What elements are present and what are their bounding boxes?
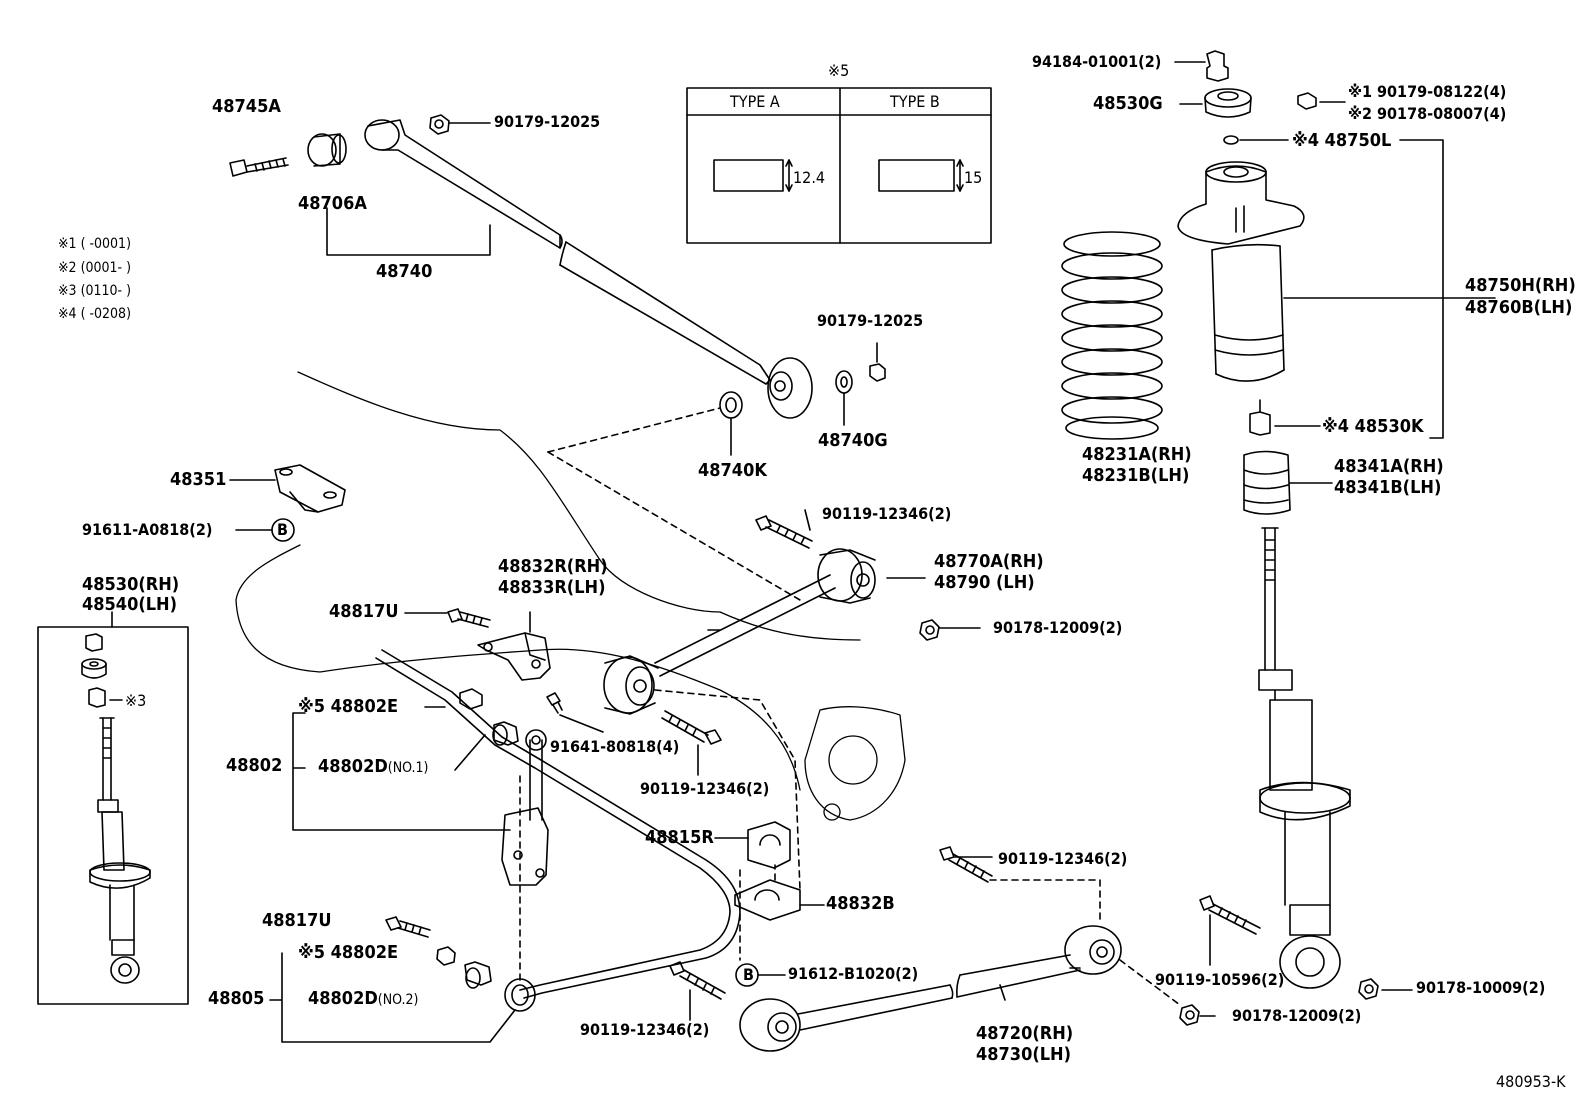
part-48770A-rh[interactable]: 48770A(RH)	[934, 551, 1044, 572]
part-90119-12346-d[interactable]: 90119-12346(2)	[580, 1020, 710, 1039]
part-90179-12025-top[interactable]: 90179-12025	[494, 112, 601, 131]
part-48351[interactable]: 48351	[170, 469, 227, 490]
part-48745A[interactable]: 48745A	[212, 96, 281, 117]
note-2: ※2 (0001- )	[58, 260, 131, 276]
part-91611-A0818[interactable]: 91611-A0818(2)	[82, 520, 213, 539]
b-marker-top: B	[277, 520, 288, 539]
part-48750H-rh[interactable]: 48750H(RH)	[1465, 275, 1576, 296]
part-90179-12025-mid[interactable]: 90179-12025	[817, 311, 924, 330]
coil-spring	[1061, 231, 1163, 440]
type-b-header: TYPE B	[890, 92, 940, 111]
part-90178-12009-a[interactable]: 90178-12009(2)	[993, 618, 1123, 637]
part-48802D-no1[interactable]: 48802D(NO.1)	[318, 758, 428, 776]
part-48730-lh[interactable]: 48730(LH)	[976, 1044, 1072, 1065]
axle-housing	[235, 371, 906, 821]
lower-link-48720	[739, 846, 1200, 1052]
part-48817U-bottom[interactable]: 48817U	[262, 910, 332, 931]
part-48802D-no1-number: 48802D	[318, 756, 388, 777]
upper-arm-48740	[229, 114, 813, 419]
part-48740K[interactable]: 48740K	[698, 460, 767, 481]
part-48530-rh[interactable]: 48530(RH)	[82, 574, 180, 595]
part-48817U-top[interactable]: 48817U	[329, 601, 399, 622]
part-48720-rh[interactable]: 48720(RH)	[976, 1023, 1074, 1044]
part-48815R[interactable]: 48815R	[645, 827, 714, 848]
part-48790-lh[interactable]: 48790 (LH)	[934, 572, 1035, 593]
part-91641-80818[interactable]: 91641-80818(4)	[550, 737, 680, 756]
part-48750L[interactable]: ※4 48750L	[1292, 130, 1392, 151]
part-90178-12009-b[interactable]: 90178-12009(2)	[1232, 1006, 1362, 1025]
part-48231A-rh[interactable]: 48231A(RH)	[1082, 444, 1192, 465]
type-b-dimension: 15	[964, 168, 983, 187]
part-48231B-lh[interactable]: 48231B(LH)	[1082, 465, 1190, 486]
part-48802D-no1-suffix: (NO.1)	[387, 760, 429, 776]
part-48802E-top[interactable]: ※5 48802E	[298, 696, 399, 717]
part-48341A-rh[interactable]: 48341A(RH)	[1334, 456, 1444, 477]
part-90119-10596[interactable]: 90119-10596(2)	[1155, 970, 1285, 989]
part-90178-10009[interactable]: 90178-10009(2)	[1416, 978, 1546, 997]
part-48832R-rh[interactable]: 48832R(RH)	[498, 556, 608, 577]
note-1: ※1 ( -0001)	[58, 236, 131, 252]
part-90178-08007[interactable]: ※2 90178-08007(4)	[1348, 104, 1507, 123]
part-48706A[interactable]: 48706A	[298, 193, 367, 214]
diagram-id: 480953-K	[1496, 1072, 1566, 1091]
part-48802D-no2-number: 48802D	[308, 988, 378, 1009]
part-48530G[interactable]: 48530G	[1093, 93, 1163, 114]
stabilizer-bar	[269, 649, 825, 1043]
part-48802D-no2-suffix: (NO.2)	[377, 992, 419, 1008]
part-48832B[interactable]: 48832B	[826, 893, 895, 914]
part-48833R-lh[interactable]: 48833R(LH)	[498, 577, 606, 598]
type-table	[686, 87, 992, 244]
part-48760B-lh[interactable]: 48760B(LH)	[1465, 297, 1573, 318]
part-91612-B1020[interactable]: 91612-B1020(2)	[788, 964, 919, 983]
type-a-header: TYPE A	[730, 92, 780, 111]
part-48802D-no2[interactable]: 48802D(NO.2)	[308, 990, 418, 1008]
part-94184-01001[interactable]: 94184-01001(2)	[1032, 52, 1162, 71]
note-3-marker: ※3	[125, 691, 147, 710]
arm-hardware	[547, 342, 886, 601]
lower-arm-48770	[603, 509, 940, 891]
part-48540-lh[interactable]: 48540(LH)	[82, 594, 178, 615]
shock-inset	[37, 611, 189, 1005]
part-48740G[interactable]: 48740G	[818, 430, 888, 451]
type-a-dimension: 12.4	[793, 168, 826, 187]
bracket-48351	[229, 464, 346, 542]
part-90119-12346-a[interactable]: 90119-12346(2)	[822, 504, 952, 523]
note-4: ※4 ( -0208)	[58, 306, 131, 322]
part-90179-08122[interactable]: ※1 90179-08122(4)	[1348, 82, 1507, 101]
leader-lines	[448, 122, 1216, 1017]
note-3: ※3 (0110- )	[58, 283, 131, 299]
part-48805[interactable]: 48805	[208, 988, 265, 1009]
b-marker-bottom: B	[743, 965, 754, 984]
part-48802[interactable]: 48802	[226, 755, 283, 776]
part-48802E-bottom[interactable]: ※5 48802E	[298, 942, 399, 963]
strut-assembly	[1174, 50, 1496, 1000]
part-90119-12346-b[interactable]: 90119-12346(2)	[640, 779, 770, 798]
part-48740[interactable]: 48740	[376, 261, 433, 282]
part-48530K[interactable]: ※4 48530K	[1322, 416, 1424, 437]
type-box-marker: ※5	[828, 61, 850, 80]
part-48341B-lh[interactable]: 48341B(LH)	[1334, 477, 1442, 498]
bracket-48832R	[404, 608, 604, 733]
part-90119-12346-c[interactable]: 90119-12346(2)	[998, 849, 1128, 868]
